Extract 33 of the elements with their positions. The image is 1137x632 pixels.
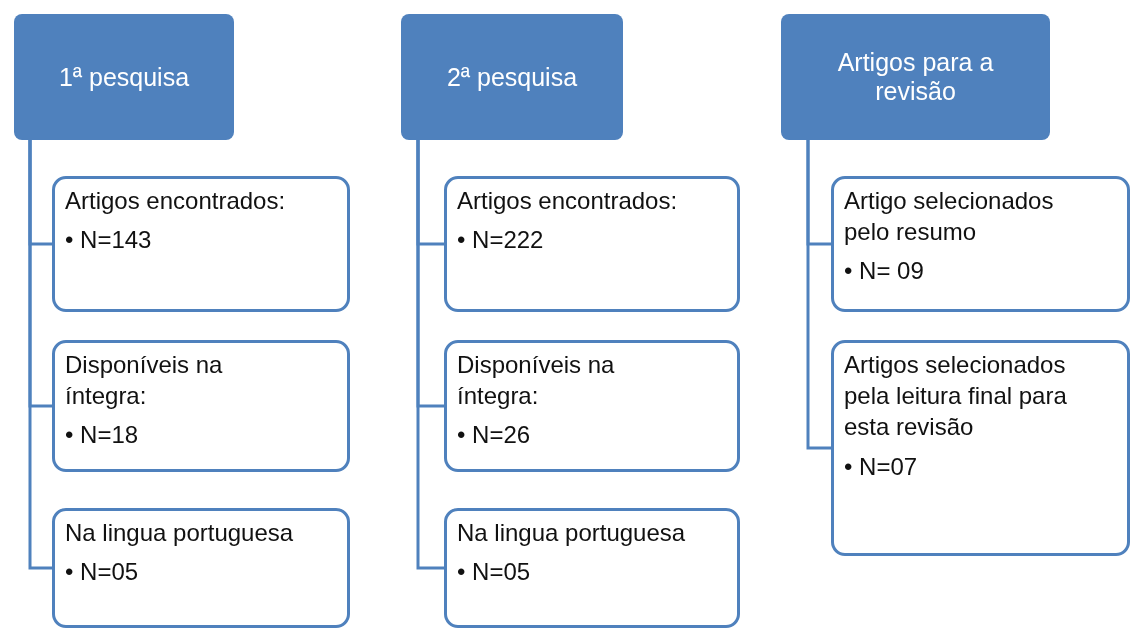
box-heading: Na lingua portuguesa [457, 518, 687, 548]
content-box [831, 176, 1130, 312]
header-box [401, 14, 623, 140]
bullet-item: • N=26 [457, 420, 531, 451]
content-box [831, 340, 1130, 556]
bullet-item: • N= 09 [844, 256, 924, 287]
content-box [444, 176, 740, 312]
content-box [52, 176, 350, 312]
box-heading: Disponíveis na íntegra: [457, 350, 616, 412]
header-text: Artigos para a revisão [836, 48, 995, 106]
box-heading: Artigo selecionados pelo resumo [844, 186, 1055, 248]
connector-line [806, 140, 831, 450]
box-heading: Na lingua portuguesa [65, 518, 295, 548]
bullet-item: • N=222 [457, 225, 544, 256]
box-heading: Artigos selecionados pela leitura final para esta revisão [844, 350, 1068, 443]
header-box [781, 14, 1050, 140]
content-box [444, 508, 740, 628]
bullet-item: • N=05 [457, 557, 531, 588]
content-box [52, 340, 350, 472]
bullet-item: • N=18 [65, 420, 139, 451]
bullet-item: • N=07 [844, 451, 918, 482]
box-heading: Artigos encontrados: [457, 186, 679, 216]
connector-line [416, 140, 444, 570]
connector-line [28, 140, 52, 570]
box-heading: Artigos encontrados: [65, 186, 287, 216]
bullet-item: • N=143 [65, 225, 152, 256]
header-text: 1ª pesquisa [58, 62, 190, 92]
content-box [52, 508, 350, 628]
content-box [444, 340, 740, 472]
header-box [14, 14, 234, 140]
header-text: 2ª pesquisa [446, 62, 578, 92]
box-heading: Disponíveis na íntegra: [65, 350, 224, 412]
bullet-item: • N=05 [65, 557, 139, 588]
